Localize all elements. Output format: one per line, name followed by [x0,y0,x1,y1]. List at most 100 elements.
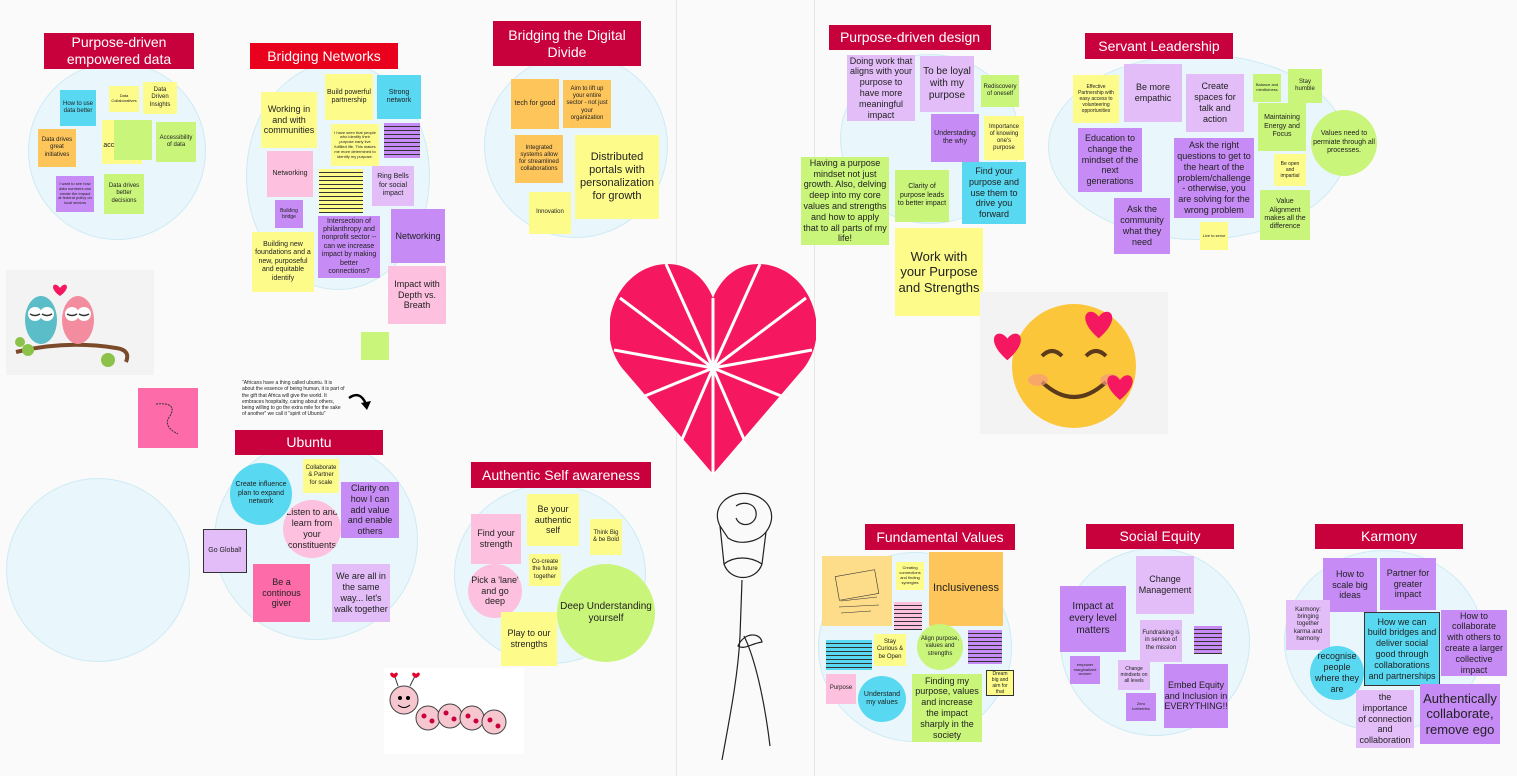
sticky-note[interactable]: Go Global! [203,529,247,573]
sticky-note[interactable]: Build powerful partnership [325,74,373,120]
sticky-note[interactable]: Understading the why [931,114,979,162]
sticky-note[interactable]: Find your purpose and use them to drive … [962,162,1026,224]
sticky-note[interactable]: Effective Partnership with easy access t… [1073,75,1119,123]
sticky-note[interactable]: I have seen that people who identify the… [331,124,379,166]
sticky-note[interactable]: Rediscovery of oneself [981,75,1019,107]
sticky-note[interactable]: Co-create the future together [529,554,561,586]
header-social-equity[interactable]: Social Equity [1086,524,1234,549]
sticky-note[interactable]: Building new foundations and a new, purp… [252,232,314,292]
sticky-note[interactable]: Karmony: bringing together karma and har… [1286,600,1330,650]
sticky-note[interactable]: empower marginalized women [1070,656,1100,684]
sticky-note[interactable] [968,630,1002,664]
header-purpose-driven-data[interactable]: Purpose-driven empowered data [44,33,194,69]
sticky-note[interactable]: Understand my values [858,676,906,722]
sticky-note[interactable] [822,556,892,626]
sticky-note[interactable]: Inclusiveness [929,552,1003,626]
sticky-note[interactable]: Be a continous giver [253,564,310,622]
sticky-note[interactable]: Data drives better decisions [104,174,144,214]
sticky-note[interactable]: Data Driven Insights [143,82,177,114]
header-purpose-driven-design[interactable]: Purpose-driven design [829,25,991,50]
sticky-note[interactable]: Innovation [529,192,571,234]
sticky-note[interactable]: Change mindsets on all levels [1118,660,1150,690]
sticky-note[interactable]: Deep Understanding yourself [557,564,655,662]
sticky-note[interactable]: Value Alignment makes all the difference [1260,190,1310,240]
sticky-note[interactable]: Data Collaboratives [109,86,139,112]
sticky-note[interactable]: Ask the community what they need [1114,198,1170,254]
sticky-note[interactable]: Live to serve [1200,222,1228,250]
sticky-note[interactable]: Clarity of purpose leads to better impac… [895,170,949,222]
header-digital-divide[interactable]: Bridging the Digital Divide [493,21,641,66]
sticky-note[interactable]: How we can build bridges and deliver soc… [1364,612,1440,686]
sticky-note[interactable]: Working in and with communities [261,92,317,148]
sticky-note[interactable]: Data drives great initiatives [38,129,76,167]
sticky-note[interactable]: Ring Bells for social impact [372,166,414,206]
sticky-note[interactable]: Be open and impartial [1274,154,1306,186]
sticky-note[interactable]: Align purpose, values and strengths [917,624,963,670]
sticky-note[interactable]: Creating connections and finding synergi… [896,562,924,590]
sticky-note[interactable]: Embed Equity and Inclusion in EVERYTHING… [1164,664,1228,728]
sticky-note[interactable]: Ask the right questions to get to the he… [1174,138,1254,218]
sticky-note[interactable]: To be loyal with my purpose [920,56,974,112]
header-bridging-networks[interactable]: Bridging Networks [250,43,398,69]
sticky-note[interactable]: Stay humble [1288,69,1322,103]
sticky-note[interactable]: How to collaborate with others to create… [1441,610,1507,676]
sticky-note[interactable]: Clarity on how I can add value and enabl… [341,482,399,538]
sticky-note[interactable]: Doing work that aligns with your purpose… [847,55,915,121]
sticky-note[interactable]: Aim to lift up your entire sector - not … [563,80,611,128]
header-ubuntu[interactable]: Ubuntu [235,430,383,455]
sticky-note[interactable]: Networking [267,151,313,197]
header-karmony[interactable]: Karmony [1315,524,1463,549]
sticky-note[interactable]: Purpose [826,674,856,704]
sticky-note[interactable]: Having a purpose mindset not just growth… [801,157,889,245]
sticky-note[interactable]: We are all in the same way... let's walk… [332,564,390,622]
sticky-note[interactable]: Finding my purpose, values and increase … [912,674,982,742]
sticky-note[interactable]: Think Big & be Bold [590,519,622,555]
sticky-note[interactable]: Accessibility of data [156,122,196,162]
sticky-note[interactable]: Balance and mindfulness [1253,74,1281,102]
header-fundamental-values[interactable]: Fundamental Values [865,524,1015,550]
sticky-note[interactable]: Dream big and aim for that [986,670,1014,696]
sticky-note[interactable]: Integrated systems allow for streamlined… [515,135,563,183]
sticky-note[interactable]: Building bridge [275,200,303,228]
sticky-note[interactable]: Change Management [1136,556,1194,614]
sticky-note[interactable] [894,602,922,630]
header-authentic-self-awareness[interactable]: Authentic Self awareness [471,462,651,488]
sticky-note[interactable]: Work with your Purpose and Strengths [895,228,983,316]
sticky-note[interactable]: Importance of knowing one's purpose [984,116,1024,160]
sticky-note[interactable]: Intersection of philanthropy and nonprof… [318,216,380,278]
sticky-note[interactable]: Education to change the mindset of the n… [1078,128,1142,192]
sticky-note[interactable]: Listen to and learn from your constituen… [283,500,341,558]
sticky-note[interactable]: Be your authentic self [527,494,579,546]
sticky-note[interactable] [319,169,363,213]
sticky-note[interactable] [114,120,152,160]
sticky-note[interactable]: Stay Curious & be Open [874,634,906,666]
sticky-note[interactable] [1194,626,1222,654]
sticky-note[interactable]: Find your strength [471,514,521,564]
sticky-note[interactable]: Authentically collaborate, remove ego [1420,684,1500,744]
sticky-note[interactable]: Play to our strengths [501,612,557,666]
sticky-note[interactable]: tech for good [511,79,559,129]
sticky-note[interactable] [361,332,389,360]
sticky-note[interactable]: Impact with Depth vs. Breath [388,266,446,324]
sticky-note[interactable]: I want to see how data numbers can creat… [56,176,94,212]
sticky-note[interactable]: Strong network [377,75,421,119]
sticky-note[interactable]: Zero Iceberries [1126,693,1156,721]
header-servant-leadership[interactable]: Servant Leadership [1085,33,1233,59]
sticky-note[interactable]: Distributed portals with personalization… [575,135,659,219]
sticky-note[interactable]: Impact at every level matters [1060,586,1126,652]
sticky-note[interactable] [384,123,420,158]
sticky-note[interactable]: the importance of connection and collabo… [1356,690,1414,748]
sticky-note[interactable]: How to use data better [60,90,96,126]
sticky-note[interactable]: Create spaces for talk and action [1186,74,1244,132]
sticky-note[interactable]: Collaborate & Partner for scale [303,459,339,493]
sticky-note[interactable]: Create influence plan to expand network [230,463,292,525]
sticky-note[interactable]: Values need to permiate through all proc… [1311,110,1377,176]
sticky-note[interactable]: Be more empathic [1124,64,1182,122]
sticky-note[interactable]: Fundraising is in service of the mission [1140,620,1182,662]
sticky-note[interactable]: recognise people where they are [1310,646,1364,700]
sticky-note[interactable]: Maintaining Energy and Focus [1258,103,1306,151]
sticky-note[interactable]: Partner for greater impact [1380,558,1436,610]
sticky-note[interactable] [138,388,198,448]
sticky-note[interactable] [826,640,872,670]
sticky-note[interactable]: Networking [391,209,445,263]
